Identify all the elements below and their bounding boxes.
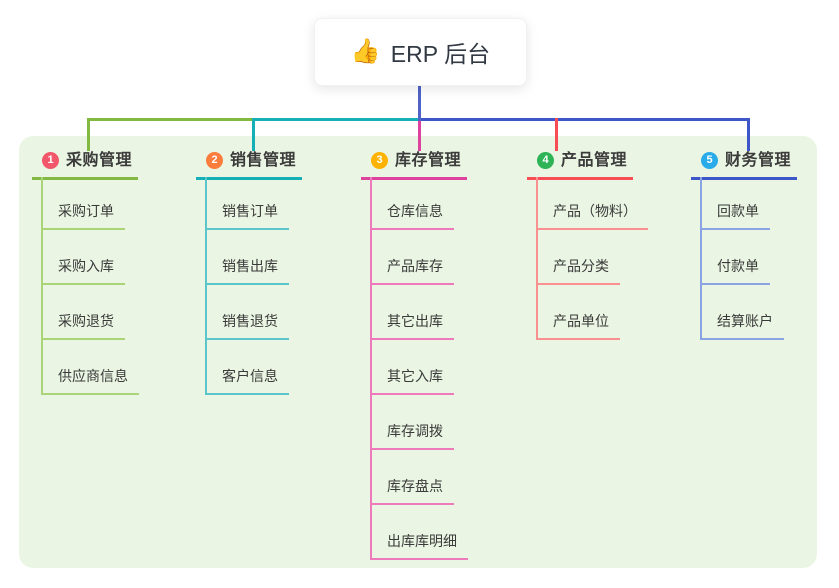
connector-drop-product	[555, 118, 558, 151]
branch-label: 财务管理	[725, 152, 792, 169]
branch-badge-4: 4	[537, 152, 554, 169]
thumbs-up-icon: 👍	[350, 38, 381, 65]
child-node[interactable]: 产品分类	[536, 257, 620, 285]
child-node[interactable]: 结算账户	[700, 312, 784, 340]
child-node[interactable]: 其它出库	[370, 312, 454, 340]
connector-drop-purchase	[87, 118, 90, 151]
connector-bus-sales	[252, 118, 421, 121]
branch-purchase: 1 采购管理 采购订单 采购入库 采购退货 供应商信息	[32, 148, 139, 395]
branch-badge-5: 5	[701, 152, 718, 169]
child-node[interactable]: 采购入库	[41, 257, 125, 285]
child-node[interactable]: 采购退货	[41, 312, 125, 340]
child-node[interactable]: 销售订单	[205, 202, 289, 230]
branch-badge-3: 3	[371, 152, 388, 169]
branch-finance: 5 财务管理 回款单 付款单 结算账户	[691, 148, 798, 340]
branch-sales: 2 销售管理 销售订单 销售出库 销售退货 客户信息	[196, 148, 303, 395]
branch-badge-1: 1	[42, 152, 59, 169]
child-node[interactable]: 库存调拨	[370, 422, 454, 450]
child-node[interactable]: 仓库信息	[370, 202, 454, 230]
child-node[interactable]: 供应商信息	[41, 367, 139, 395]
branch-header-inventory[interactable]: 3 库存管理	[361, 148, 468, 180]
connector-root-line	[418, 84, 421, 121]
child-node[interactable]: 销售退货	[205, 312, 289, 340]
connector-bus-finance	[418, 118, 750, 121]
branch-product: 4 产品管理 产品（物料） 产品分类 产品单位	[527, 148, 648, 340]
branch-label: 库存管理	[395, 152, 462, 169]
child-node[interactable]: 产品（物料）	[536, 202, 648, 230]
root-title: ERP 后台	[390, 41, 491, 67]
branch-header-product[interactable]: 4 产品管理	[527, 148, 634, 180]
branch-label: 销售管理	[230, 152, 297, 169]
child-node[interactable]: 库存盘点	[370, 477, 454, 505]
branch-header-sales[interactable]: 2 销售管理	[196, 148, 303, 180]
child-node[interactable]: 采购订单	[41, 202, 125, 230]
child-node[interactable]: 付款单	[700, 257, 770, 285]
child-node[interactable]: 其它入库	[370, 367, 454, 395]
connector-drop-inventory	[418, 121, 421, 151]
branch-inventory: 3 库存管理 仓库信息 产品库存 其它出库 其它入库 库存调拨 库存盘点 出库库…	[361, 148, 468, 560]
branch-label: 产品管理	[561, 152, 628, 169]
connector-children-line	[536, 177, 538, 340]
child-node[interactable]: 产品库存	[370, 257, 454, 285]
child-node[interactable]: 客户信息	[205, 367, 289, 395]
branch-label: 采购管理	[66, 152, 133, 169]
child-node[interactable]: 回款单	[700, 202, 770, 230]
root-node[interactable]: 👍 ERP 后台	[314, 18, 527, 86]
connector-drop-finance	[747, 118, 750, 151]
connector-children-line	[205, 177, 207, 395]
mindmap-background-panel	[19, 136, 817, 568]
connector-drop-sales	[252, 118, 255, 151]
connector-children-line	[370, 177, 372, 560]
branch-header-finance[interactable]: 5 财务管理	[691, 148, 798, 180]
child-node[interactable]: 销售出库	[205, 257, 289, 285]
branch-header-purchase[interactable]: 1 采购管理	[32, 148, 139, 180]
child-node[interactable]: 产品单位	[536, 312, 620, 340]
branch-badge-2: 2	[206, 152, 223, 169]
connector-children-line	[41, 177, 43, 395]
connector-children-line	[700, 177, 702, 340]
child-node[interactable]: 出库库明细	[370, 532, 468, 560]
